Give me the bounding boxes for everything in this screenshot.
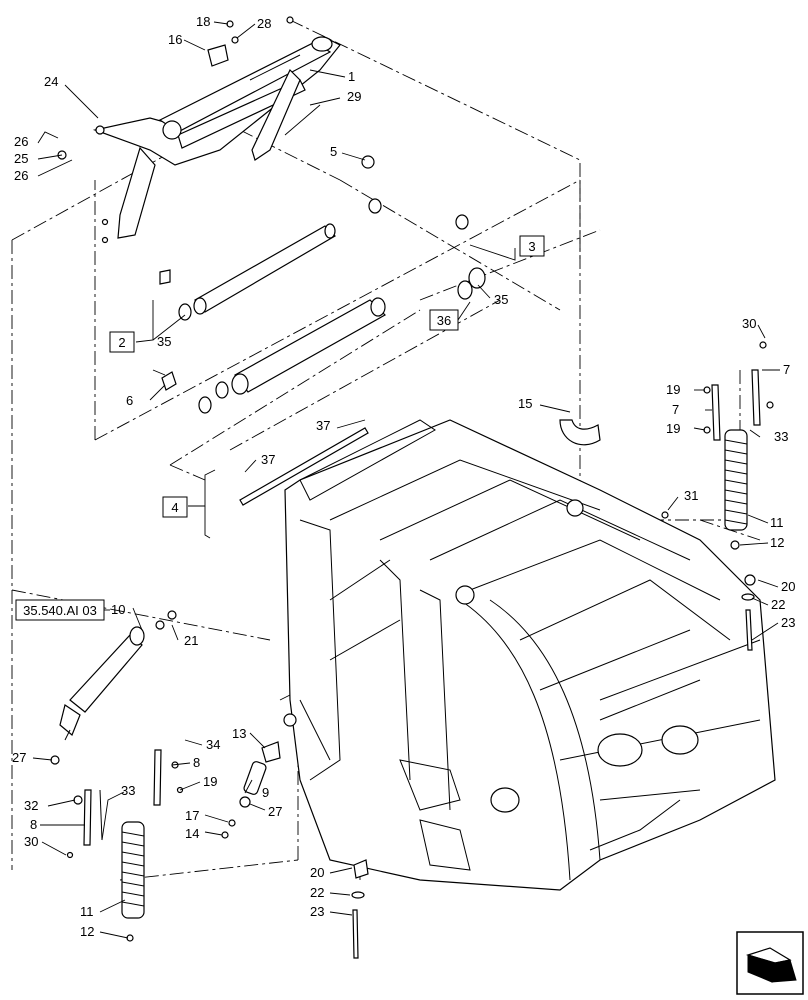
baler-chassis xyxy=(283,419,776,891)
callout-33-left: 33 xyxy=(121,783,135,798)
rollers xyxy=(193,223,386,506)
callout-25: 25 xyxy=(14,151,28,166)
callout-28: 28 xyxy=(257,16,271,31)
long-bolts xyxy=(352,609,753,959)
callout-27-left: 27 xyxy=(12,750,26,765)
box-callout-2: 2 xyxy=(118,335,125,350)
callout-34: 34 xyxy=(206,737,220,752)
callout-19-right-bottom: 19 xyxy=(666,421,680,436)
box-callout-36: 36 xyxy=(437,313,451,328)
upper-roller-frame xyxy=(92,36,341,239)
strap-bracket xyxy=(559,419,601,446)
callout-23-bottom: 23 xyxy=(310,904,324,919)
callout-35-left: 35 xyxy=(157,334,171,349)
callout-7-left: 7 xyxy=(672,402,679,417)
callout-37-bottom: 37 xyxy=(261,452,275,467)
right-spring xyxy=(724,429,748,531)
tension-straps xyxy=(83,369,761,846)
callout-17: 17 xyxy=(185,808,199,823)
callout-23-right: 23 xyxy=(781,615,795,630)
reference-box: 35.540.AI 03 xyxy=(23,603,97,618)
callout-10: 10 xyxy=(111,602,125,617)
leader-lines xyxy=(32,21,780,939)
callout-24: 24 xyxy=(44,74,58,89)
callout-19-right-top: 19 xyxy=(666,382,680,397)
callout-11-right: 11 xyxy=(770,515,784,530)
callout-22-bottom: 22 xyxy=(310,885,324,900)
callout-29: 29 xyxy=(347,89,361,104)
callout-8-right: 8 xyxy=(193,755,200,770)
callout-13: 13 xyxy=(232,726,246,741)
callout-14: 14 xyxy=(185,826,199,841)
callout-1: 1 xyxy=(348,69,355,84)
callout-11-left: 11 xyxy=(80,904,94,919)
callout-21: 21 xyxy=(184,633,198,648)
callout-8-left: 8 xyxy=(30,817,37,832)
callout-9: 9 xyxy=(262,785,269,800)
callout-7-right: 7 xyxy=(783,362,790,377)
callout-labels: 18 16 28 1 29 24 26 25 26 5 35 35 6 37 3… xyxy=(12,14,795,939)
callout-18: 18 xyxy=(196,14,210,29)
callout-35-right: 35 xyxy=(494,292,508,307)
callout-12-right: 12 xyxy=(770,535,784,550)
callout-5: 5 xyxy=(330,144,337,159)
callout-30-right: 30 xyxy=(742,316,756,331)
callout-15: 15 xyxy=(518,396,532,411)
callout-22-right: 22 xyxy=(771,597,785,612)
callout-27-right: 27 xyxy=(268,804,282,819)
callout-32: 32 xyxy=(24,798,38,813)
callout-30-left: 30 xyxy=(24,834,38,849)
box-callout-3: 3 xyxy=(528,239,535,254)
callout-31: 31 xyxy=(684,488,698,503)
callout-26-bottom: 26 xyxy=(14,168,28,183)
bearings xyxy=(159,155,486,414)
small-spring xyxy=(243,761,267,795)
box-callout-4: 4 xyxy=(171,500,178,515)
left-spring xyxy=(121,821,145,919)
callout-33-right: 33 xyxy=(774,429,788,444)
callout-20-bottom: 20 xyxy=(310,865,324,880)
callout-6: 6 xyxy=(126,393,133,408)
callout-16: 16 xyxy=(168,32,182,47)
callout-12-left: 12 xyxy=(80,924,94,939)
next-page-arrow-icon[interactable] xyxy=(736,931,804,995)
callout-19-left: 19 xyxy=(203,774,217,789)
boxed-callouts: 3 36 2 4 35.540.AI 03 xyxy=(15,235,545,621)
callout-26-top: 26 xyxy=(14,134,28,149)
callout-37-top: 37 xyxy=(316,418,330,433)
hydraulic-cylinder xyxy=(59,626,145,741)
callout-20-right: 20 xyxy=(781,579,795,594)
